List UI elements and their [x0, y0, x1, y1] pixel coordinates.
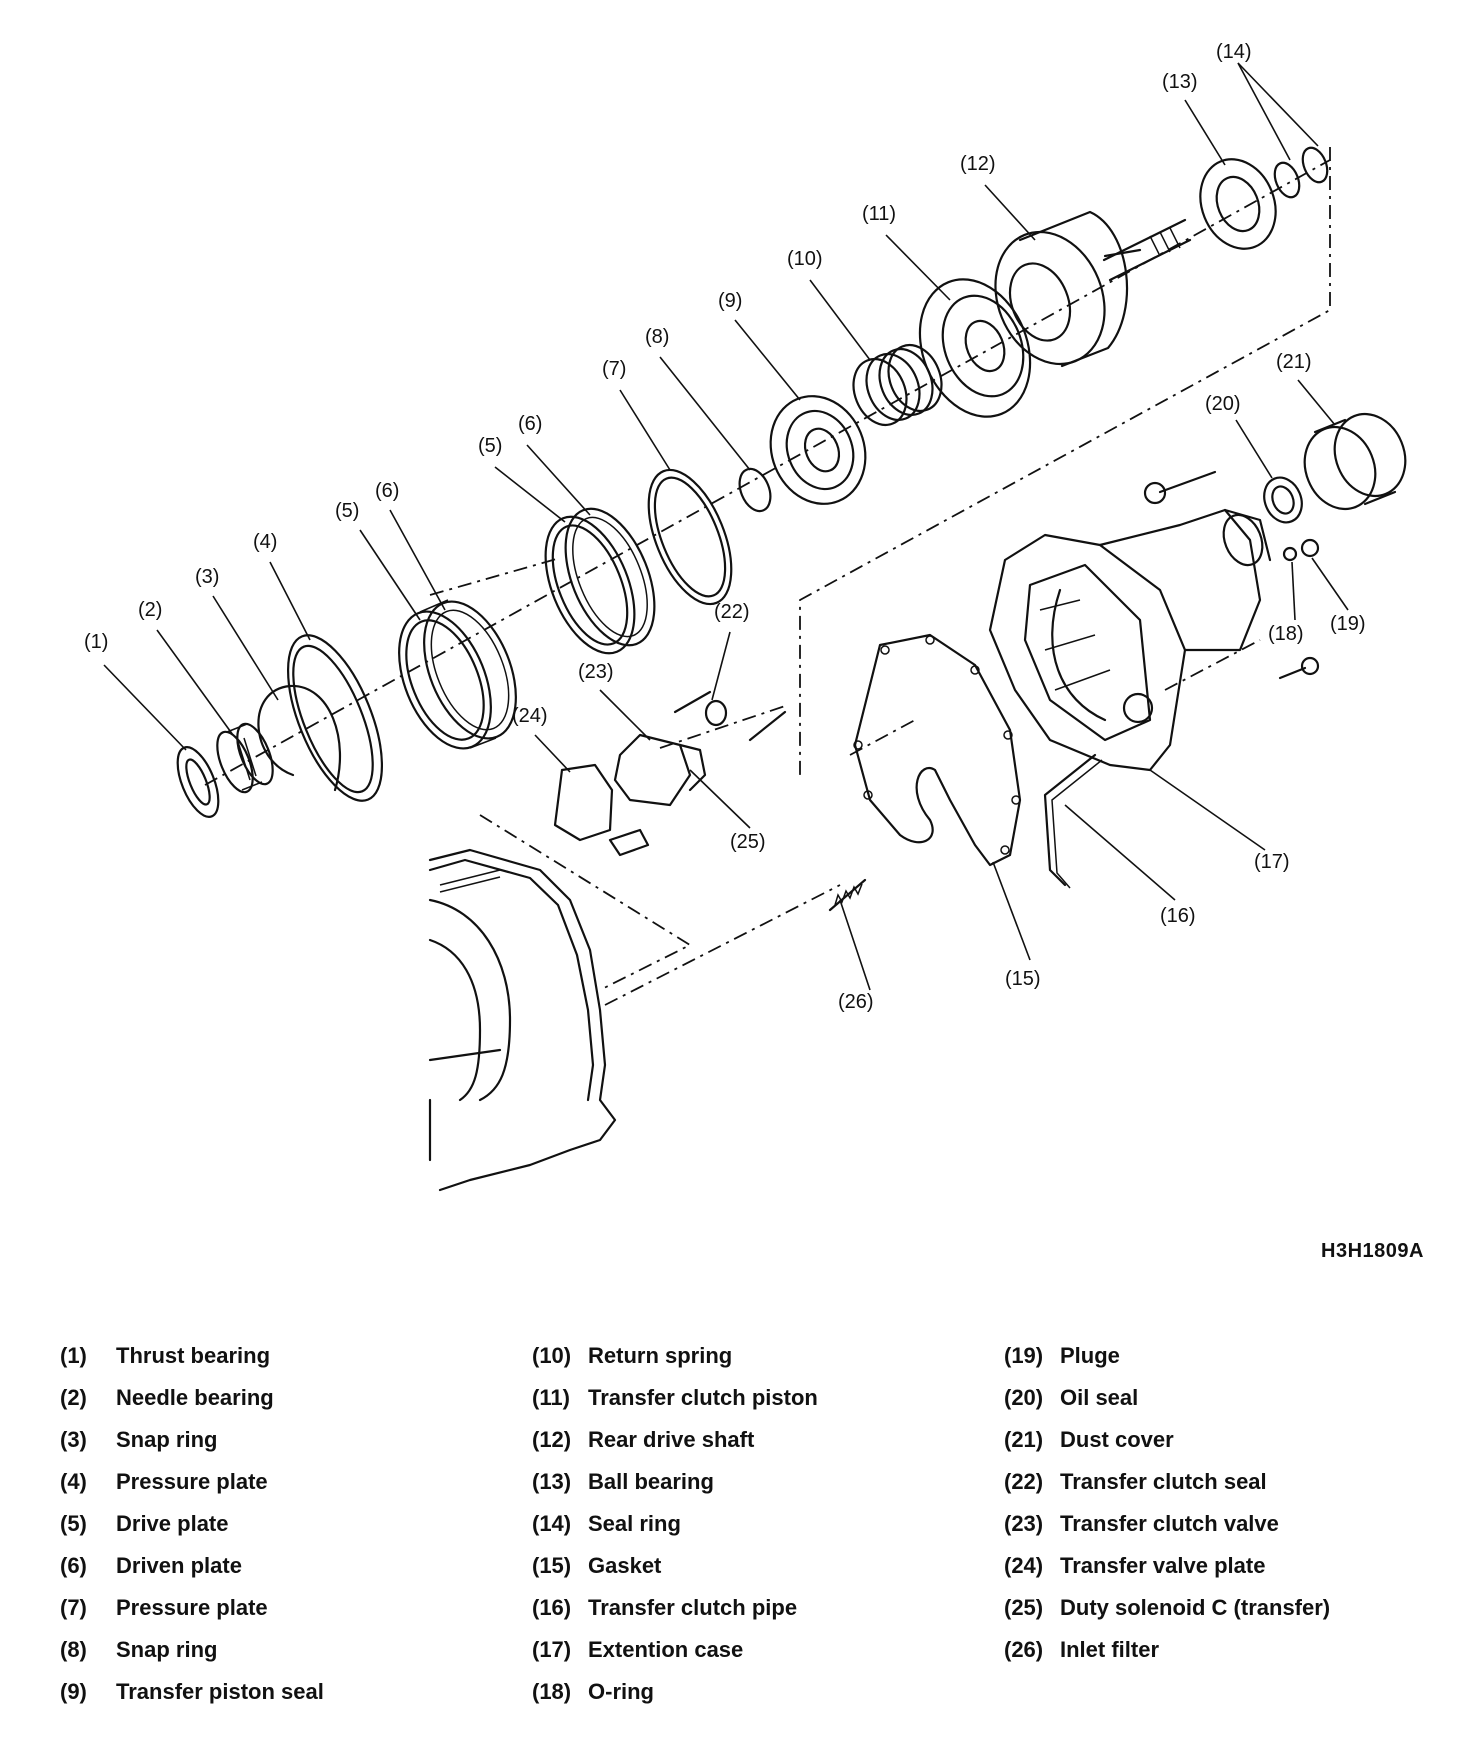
legend-item: (25)Duty solenoid C (transfer): [1004, 1595, 1331, 1620]
legend-item: (26)Inlet filter: [1004, 1637, 1160, 1662]
legend-item: (21)Dust cover: [1004, 1427, 1174, 1452]
legend-item: (1)Thrust bearing: [60, 1343, 271, 1368]
callout-8: (8): [645, 326, 669, 348]
legend-item: (23)Transfer clutch valve: [1004, 1511, 1279, 1536]
legend-item: (4)Pressure plate: [60, 1469, 268, 1494]
inlet-filter-part: [828, 878, 867, 912]
callout-5: (5): [335, 500, 359, 522]
callout-2: (2): [138, 599, 162, 621]
legend-item: (10)Return spring: [532, 1343, 733, 1368]
callout-16: (16): [1160, 905, 1196, 927]
callout-3: (3): [195, 566, 219, 588]
transmission-case-outline: [428, 848, 617, 1192]
callout-15: (15): [1005, 968, 1041, 990]
extension-case-part: [988, 508, 1272, 772]
legend-item: (11)Transfer clutch piston: [532, 1385, 818, 1410]
transfer-clutch-pipe-part: [1043, 753, 1103, 889]
transfer-piston-seal-part: [769, 395, 867, 505]
callout-6b: (6): [518, 413, 542, 435]
callout-22: (22): [714, 601, 750, 623]
legend-item: (9)Transfer piston seal: [60, 1679, 324, 1704]
figure-code: H3H1809A: [1321, 1240, 1424, 1262]
seal-ring-part: [1273, 146, 1329, 199]
legend-item: (16)Transfer clutch pipe: [532, 1595, 798, 1620]
legend-item: (22)Transfer clutch seal: [1004, 1469, 1267, 1494]
plug-oring-bolts: [1143, 470, 1320, 680]
snap-ring-part: [257, 684, 342, 792]
legend-item: (2)Needle bearing: [60, 1385, 274, 1410]
callout-9: (9): [718, 290, 742, 312]
callout-25: (25): [730, 831, 766, 853]
ball-bearing-part: [1199, 158, 1277, 250]
callout-labels: (1) (2) (3) (4) (5) (6) (5) (6) (7) (8) …: [84, 41, 1366, 1013]
callout-4: (4): [253, 531, 277, 553]
legend-item: (8)Snap ring: [60, 1637, 218, 1662]
pressure-plate-part: [286, 634, 384, 802]
exploded-parts-diagram: (1) (2) (3) (4) (5) (6) (5) (6) (7) (8) …: [84, 41, 1407, 1192]
callout-11: (11): [862, 203, 896, 225]
callout-6: (6): [375, 480, 399, 502]
callout-18: (18): [1268, 623, 1304, 645]
legend-item: (13)Ball bearing: [532, 1469, 714, 1494]
pressure-plate-2-part: [647, 468, 733, 606]
callout-10: (10): [787, 248, 823, 270]
callout-21: (21): [1276, 351, 1312, 373]
dust-cover-part: [1303, 412, 1407, 511]
legend-item: (5)Drive plate: [60, 1511, 229, 1536]
legend-item: (7)Pressure plate: [60, 1595, 268, 1620]
rear-drive-shaft-part: [994, 210, 1192, 368]
snap-ring-2-part: [738, 467, 772, 513]
callout-leader-lines: [103, 62, 1349, 991]
callout-24: (24): [512, 705, 548, 727]
legend-item: (12)Rear drive shaft: [532, 1427, 755, 1452]
callout-14: (14): [1216, 41, 1252, 63]
callout-7: (7): [602, 358, 626, 380]
legend-item: (6)Driven plate: [60, 1553, 242, 1578]
callout-12: (12): [960, 153, 996, 175]
callout-26: (26): [838, 991, 874, 1013]
drive-driven-plate-pack-1: [398, 599, 517, 750]
oil-seal-part: [1263, 476, 1303, 524]
legend-item: (3)Snap ring: [60, 1427, 218, 1452]
legend-item: (19)Pluge: [1004, 1343, 1120, 1368]
legend-item: (17)Extention case: [532, 1637, 744, 1662]
legend-item: (20)Oil seal: [1004, 1385, 1139, 1410]
callout-5b: (5): [478, 435, 502, 457]
legend-item: (15)Gasket: [532, 1553, 662, 1578]
callout-1: (1): [84, 631, 108, 653]
callout-20: (20): [1205, 393, 1241, 415]
drive-driven-plate-pack-2: [544, 507, 656, 655]
gasket-part: [853, 633, 1022, 867]
callout-19: (19): [1330, 613, 1366, 635]
legend-item: (24)Transfer valve plate: [1004, 1553, 1266, 1578]
legend-item: (14)Seal ring: [532, 1511, 681, 1536]
callout-17: (17): [1254, 851, 1290, 873]
callout-13: (13): [1162, 71, 1198, 93]
assembly-axis-lines: [204, 147, 1331, 1006]
callout-23: (23): [578, 661, 614, 683]
legend-item: (18)O-ring: [532, 1679, 654, 1704]
